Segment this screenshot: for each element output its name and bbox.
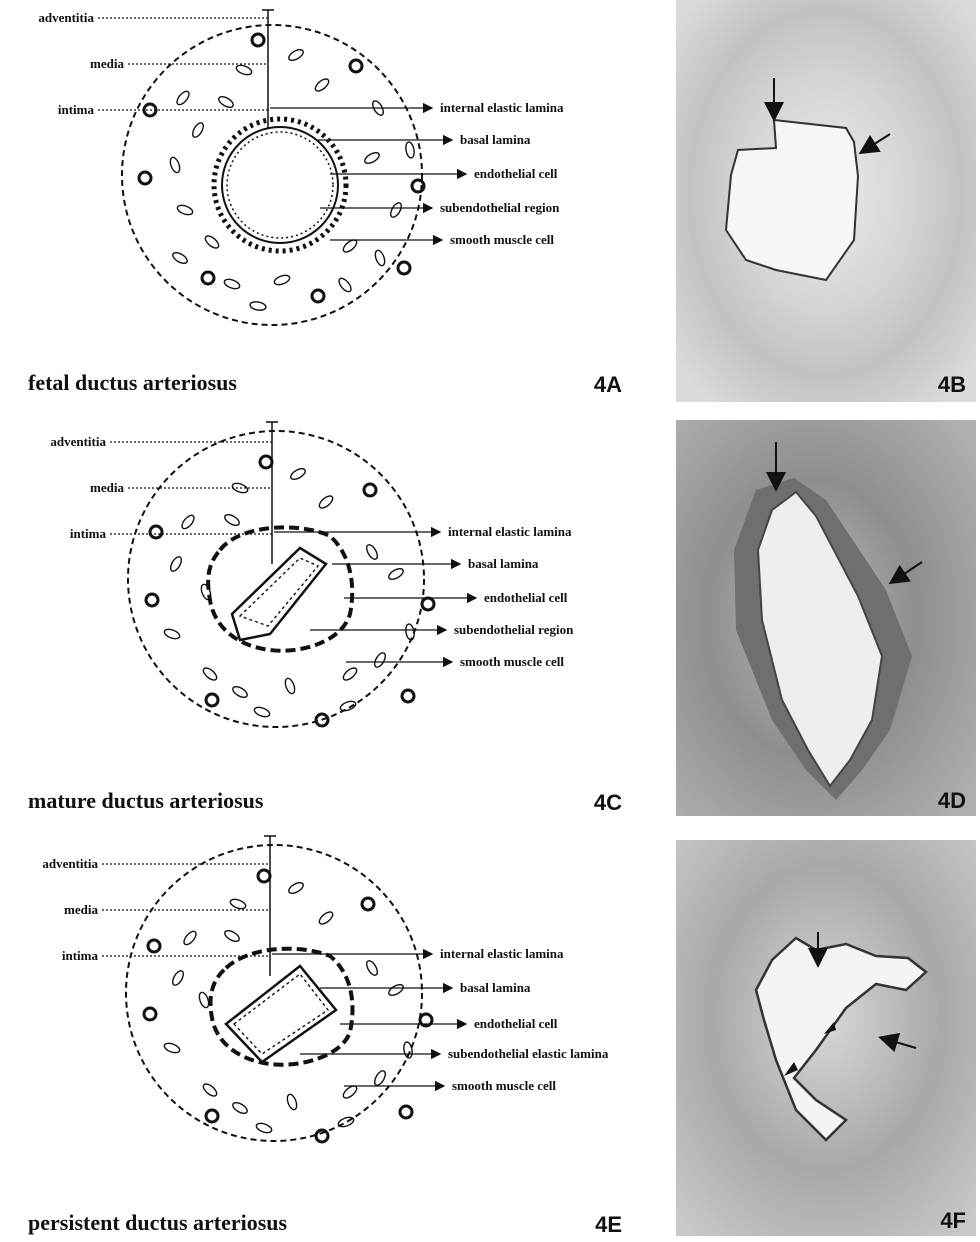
label-subendothelial-elastic-lamina: subendothelial elastic lamina (448, 1046, 609, 1061)
label-smooth-muscle-cell: smooth muscle cell (460, 654, 564, 669)
label-endothelial-cell: endothelial cell (474, 166, 558, 181)
label-smooth-muscle-cell: smooth muscle cell (450, 232, 554, 247)
label-basal-lamina: basal lamina (460, 980, 531, 995)
label-endothelial-cell: endothelial cell (474, 1016, 558, 1031)
panel-label: 4C (594, 790, 622, 815)
diagram-persistent: adventitia media intima internal elastic… (0, 828, 660, 1242)
diagram-title: mature ductus arteriosus (28, 788, 264, 813)
label-internal-elastic-lamina: internal elastic lamina (448, 524, 572, 539)
panel-label: 4D (938, 788, 966, 813)
label-intima: intima (70, 526, 107, 541)
label-adventitia: adventitia (50, 434, 106, 449)
diagram-fetal: adventitia media intima internal elastic… (0, 0, 660, 414)
label-media: media (90, 480, 124, 495)
diagram-mature: adventitia media intima internal elastic… (0, 414, 660, 828)
micrograph-fetal: 4B (676, 0, 976, 402)
panel-label: 4B (938, 372, 966, 397)
label-endothelial-cell: endothelial cell (484, 590, 568, 605)
panel-label: 4E (595, 1212, 622, 1237)
label-internal-elastic-lamina: internal elastic lamina (440, 100, 564, 115)
basal-lamina (222, 127, 338, 243)
label-media: media (90, 56, 124, 71)
panel-label: 4A (594, 372, 622, 397)
diagram-title: persistent ductus arteriosus (28, 1210, 288, 1235)
label-adventitia: adventitia (38, 10, 94, 25)
label-intima: intima (62, 948, 99, 963)
label-intima: intima (58, 102, 95, 117)
label-internal-elastic-lamina: internal elastic lamina (440, 946, 564, 961)
label-media: media (64, 902, 98, 917)
label-basal-lamina: basal lamina (460, 132, 531, 147)
label-subendothelial-region: subendothelial region (440, 200, 560, 215)
label-basal-lamina: basal lamina (468, 556, 539, 571)
label-subendothelial-region: subendothelial region (454, 622, 574, 637)
diagram-title: fetal ductus arteriosus (28, 370, 237, 395)
label-adventitia: adventitia (42, 856, 98, 871)
micrograph-mature: 4D (676, 420, 976, 816)
lumen (232, 548, 326, 640)
lumen (226, 966, 336, 1062)
label-smooth-muscle-cell: smooth muscle cell (452, 1078, 556, 1093)
micrograph-persistent: 4F (676, 840, 976, 1236)
panel-label: 4F (940, 1208, 966, 1233)
